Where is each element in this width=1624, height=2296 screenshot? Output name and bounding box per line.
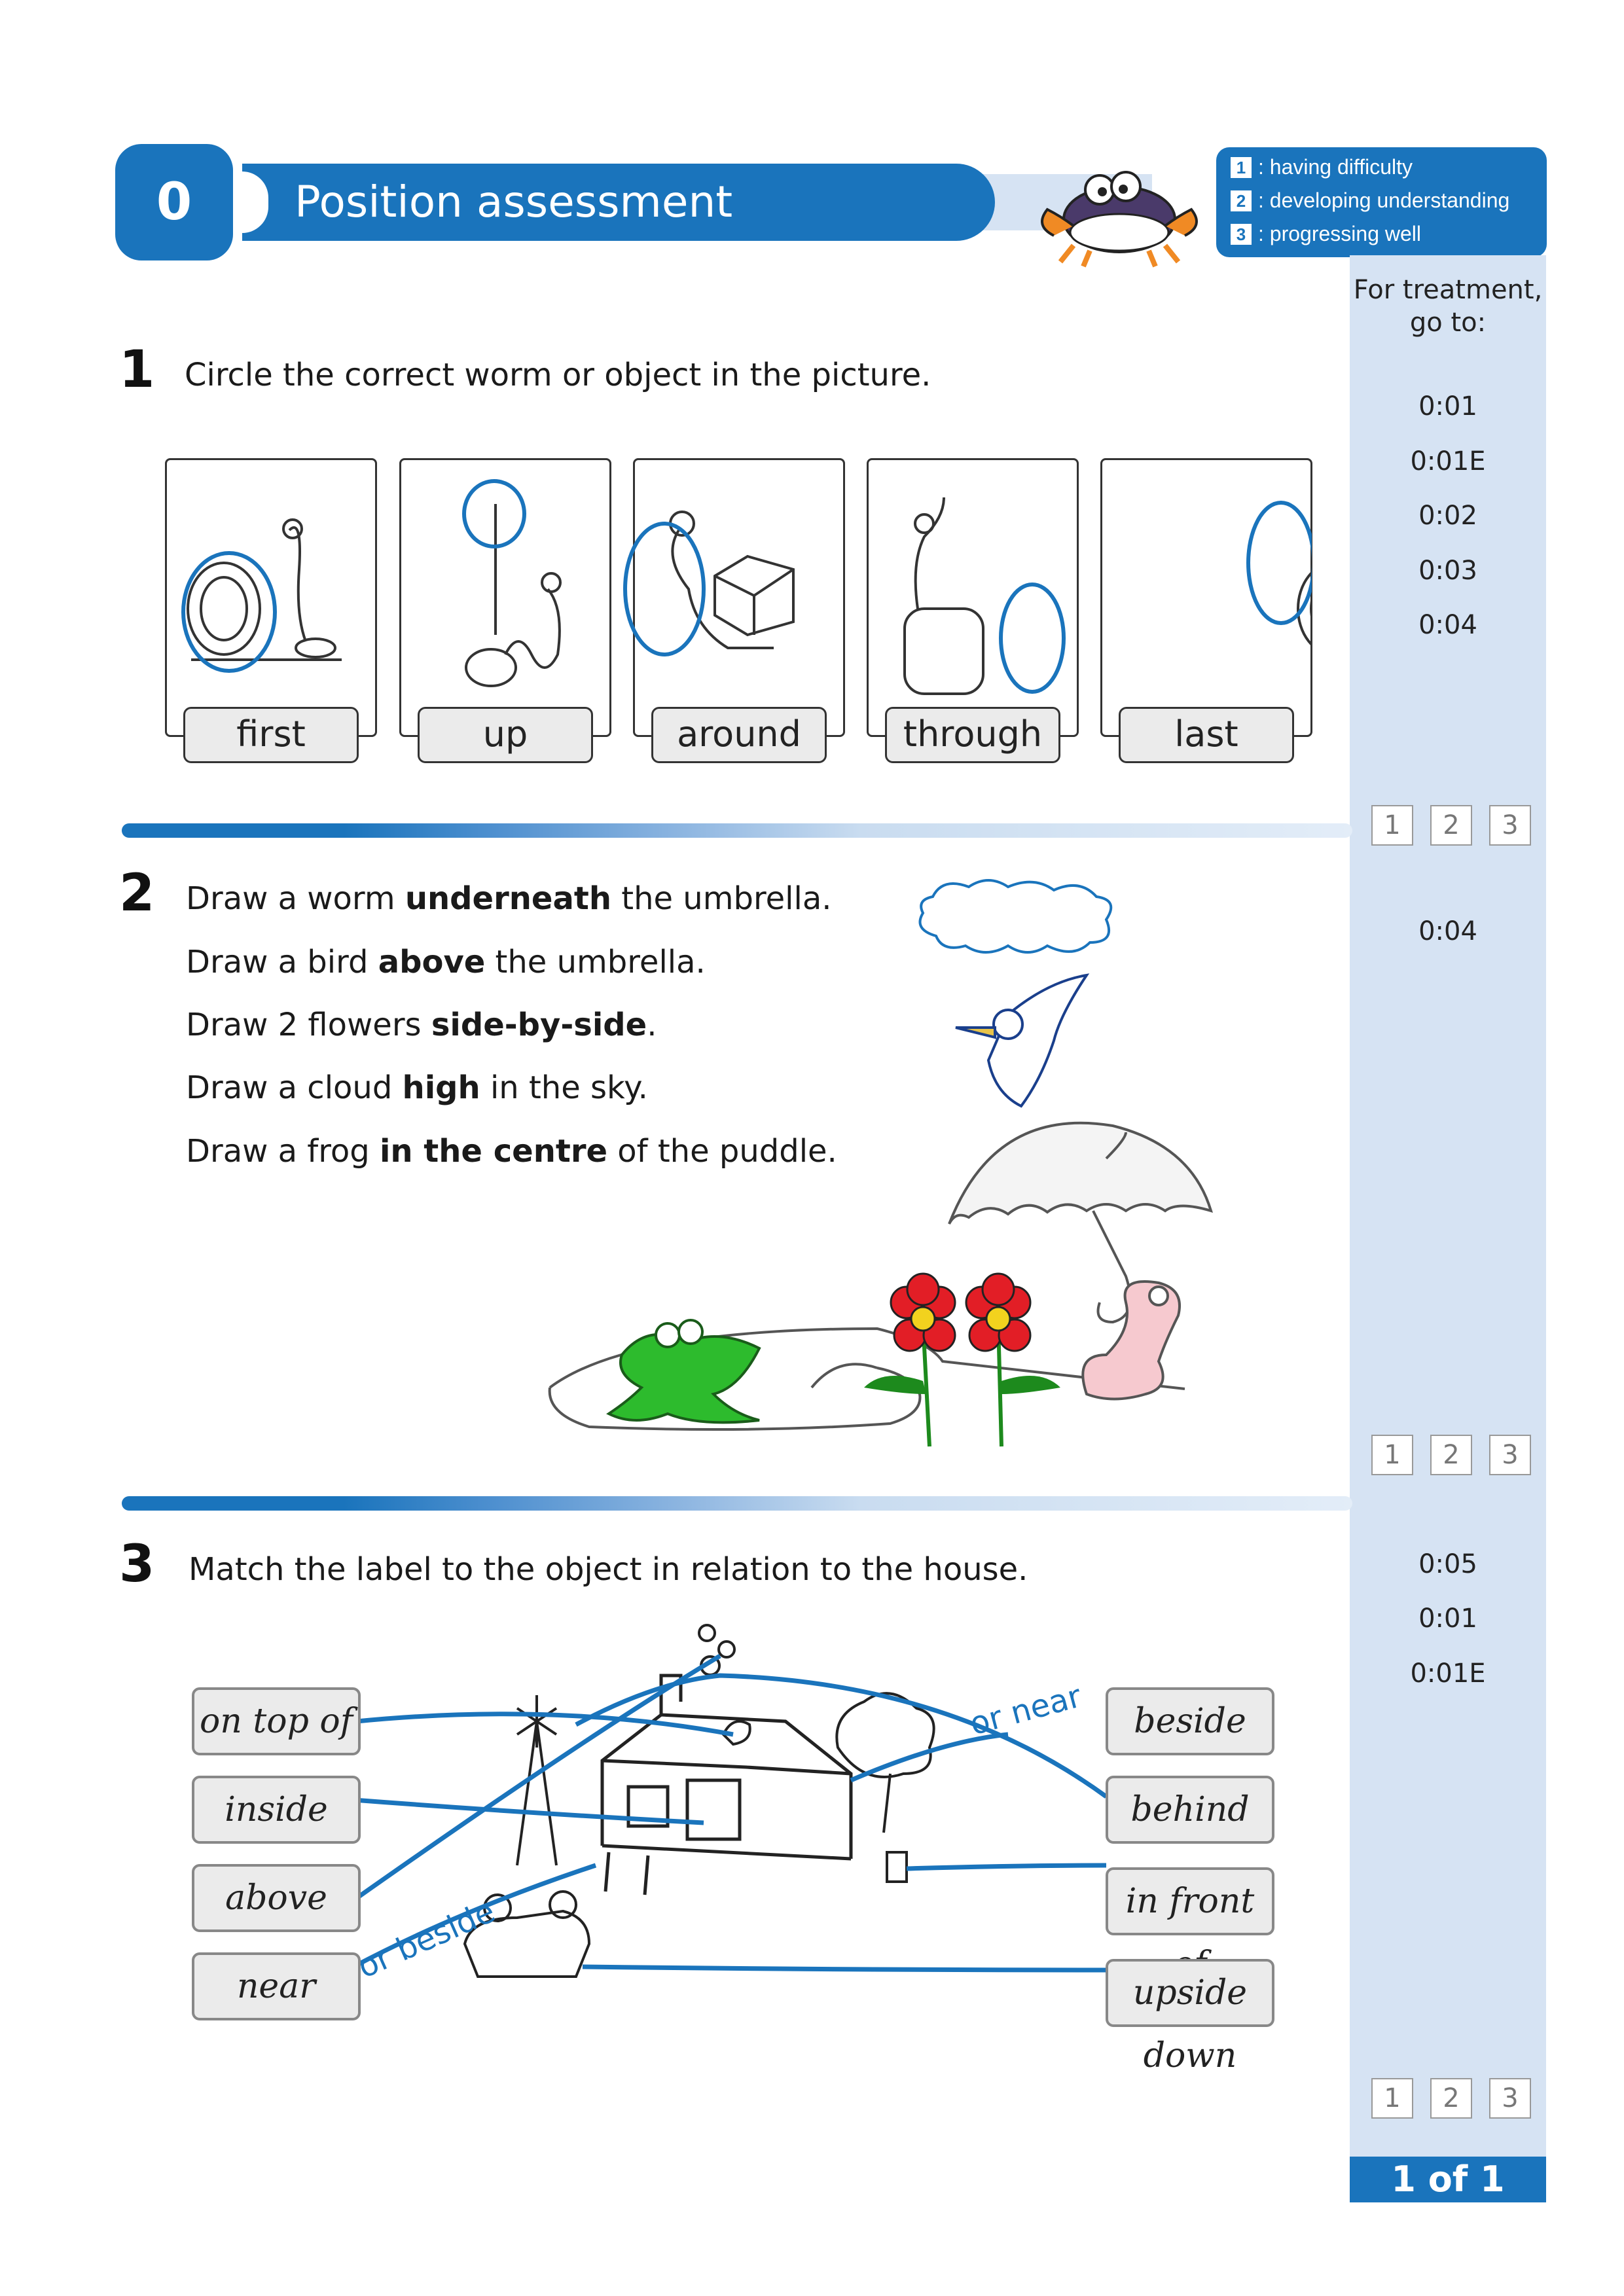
umbrella-icon — [948, 1121, 1213, 1324]
flower-icon — [864, 1272, 956, 1447]
score-box-1[interactable]: 1 — [1371, 1435, 1413, 1475]
question-number: 1 — [119, 340, 155, 399]
treatment-code: 0:05 — [1418, 1549, 1477, 1579]
treatment-code: 0:01 — [1418, 391, 1477, 422]
treatment-heading-1: For treatment, — [1353, 275, 1543, 305]
score-box-1[interactable]: 1 — [1371, 2078, 1413, 2119]
cloud-icon — [918, 879, 1113, 954]
treatment-code: 0:03 — [1418, 556, 1477, 586]
match-label-near[interactable]: near — [192, 1952, 361, 2020]
question-number: 3 — [119, 1535, 155, 1594]
legend-text: : having difficulty — [1258, 155, 1413, 179]
score-legend: 1 : having difficulty 2 : developing under… — [1216, 147, 1547, 257]
score-box-3[interactable]: 3 — [1489, 805, 1531, 846]
legend-text: : developing understanding — [1258, 188, 1510, 212]
instruction-line: Draw a bird above the umbrella. — [186, 944, 706, 980]
section-divider — [122, 1496, 1352, 1511]
legend-number: 3 — [1231, 223, 1252, 245]
instruction-line: Draw a frog in the centre of the puddle. — [186, 1133, 837, 1170]
match-label-on-top-of[interactable]: on top of — [192, 1687, 361, 1755]
flower-icon — [965, 1272, 1060, 1447]
match-label-inside[interactable]: inside — [192, 1776, 361, 1844]
section-divider — [122, 823, 1352, 838]
topic-number-badge: 0 — [115, 144, 233, 260]
treatment-code: 0:02 — [1418, 501, 1477, 531]
bird-icon — [955, 973, 1090, 1108]
treatment-code: 0:04 — [1418, 916, 1477, 946]
worm-icon — [1081, 1280, 1181, 1401]
frog-icon — [606, 1319, 761, 1424]
q3-scene — [352, 1624, 1108, 1978]
treatment-code: 0:01E — [1410, 446, 1486, 476]
match-label-behind[interactable]: behind — [1106, 1776, 1274, 1844]
legend-number: 1 — [1231, 156, 1252, 178]
tin-can-icon — [886, 1851, 908, 1883]
page-title: Position assessment — [295, 177, 733, 227]
q2-scene — [548, 879, 1213, 1447]
score-box-2[interactable]: 2 — [1430, 805, 1472, 846]
matching-lines — [352, 1653, 1108, 1973]
bird-on-roof-icon — [721, 1720, 751, 1746]
topic-number: 0 — [156, 173, 192, 232]
tree-icon — [835, 1692, 935, 1833]
match-label-upside-down[interactable]: upside down — [1106, 1959, 1274, 2075]
score-box-1[interactable]: 1 — [1371, 805, 1413, 846]
page-indicator: 1 of 1 — [1350, 2157, 1546, 2202]
legend-text: : progressing well — [1258, 222, 1421, 245]
question-instruction: Match the label to the object in relatio… — [189, 1551, 1028, 1588]
answer-label-last: last — [1119, 707, 1294, 763]
crab-mascot-icon — [1041, 171, 1198, 268]
answer-label-around: around — [651, 707, 827, 763]
treatment-code: 0:04 — [1418, 610, 1477, 640]
instruction-line: Draw a cloud high in the sky. — [186, 1069, 648, 1106]
answer-label-first: first — [183, 707, 359, 763]
header-bar — [242, 164, 995, 241]
legend-row: 2 : developing understanding — [1231, 188, 1509, 213]
legend-row: 1 : having difficulty — [1231, 155, 1413, 179]
score-box-3[interactable]: 3 — [1489, 2078, 1531, 2119]
match-label-beside[interactable]: beside — [1106, 1687, 1274, 1755]
score-box-3[interactable]: 3 — [1489, 1435, 1531, 1475]
answer-label-through: through — [885, 707, 1060, 763]
score-box-2[interactable]: 2 — [1430, 1435, 1472, 1475]
q1-illustrations — [181, 479, 1312, 695]
windmill-icon — [516, 1695, 558, 1866]
match-label-above[interactable]: above — [192, 1864, 361, 1932]
treatment-code: 0:01 — [1418, 1604, 1477, 1634]
question-instruction: Circle the correct worm or object in the… — [185, 357, 931, 393]
treatment-column — [1350, 255, 1546, 2166]
treatment-heading-2: go to: — [1409, 308, 1487, 338]
treatment-code: 0:01E — [1410, 1659, 1486, 1689]
question-number: 2 — [119, 864, 155, 923]
instruction-line: Draw 2 flowers side-by-side. — [186, 1007, 657, 1043]
house-icon — [600, 1674, 853, 1895]
legend-number: 2 — [1231, 190, 1252, 211]
answer-label-up: up — [418, 707, 593, 763]
legend-row: 3 : progressing well — [1231, 222, 1421, 246]
instruction-line: Draw a worm underneath the umbrella. — [186, 880, 832, 917]
score-box-2[interactable]: 2 — [1430, 2078, 1472, 2119]
match-label-in-front-of[interactable]: in front of — [1106, 1867, 1274, 1984]
